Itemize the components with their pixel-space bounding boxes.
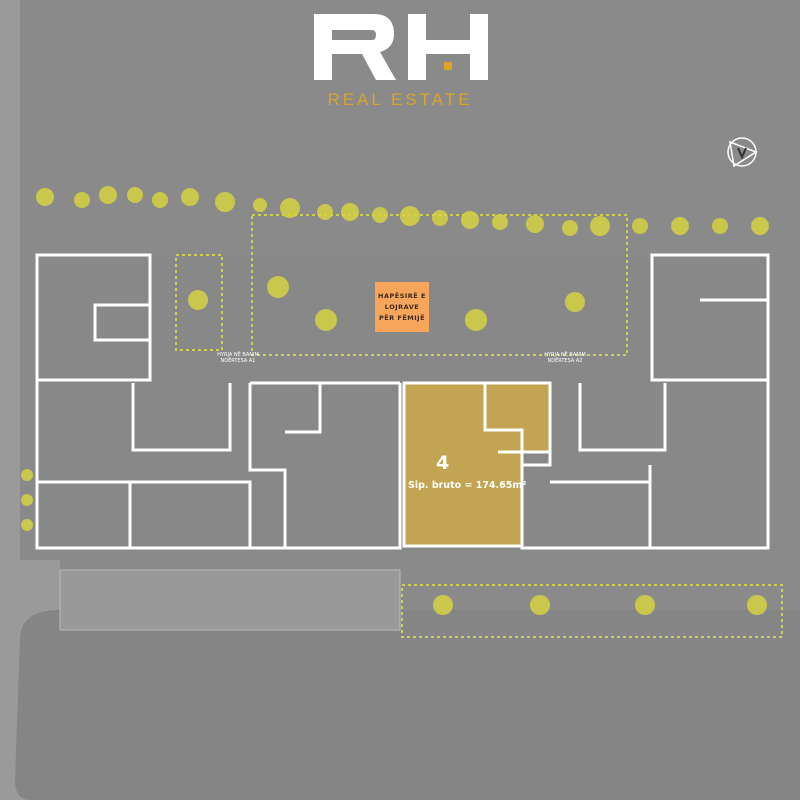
parking-area xyxy=(15,610,800,800)
entrance-line: HYRJA NË BANIM xyxy=(544,352,586,358)
entrance-a2-label: HYRJA NË BANIM NDËRTESA A2 xyxy=(535,352,595,364)
playground-line: LOJRAVE xyxy=(384,302,420,311)
logo-mark xyxy=(314,14,488,80)
planter xyxy=(175,254,223,351)
entrance-a1-label: HYRJA NË BANIM NDËRTESA A1 xyxy=(208,352,268,364)
entrance-line: NDËRTESA A2 xyxy=(547,358,583,364)
walls xyxy=(35,253,770,550)
parking-lot xyxy=(59,569,401,631)
logo-subtitle: REAL ESTATE xyxy=(327,90,473,109)
unit-4-highlight[interactable] xyxy=(404,383,522,546)
playground-label: HAPËSIRË E LOJRAVE PËR FËMIJË xyxy=(375,282,429,332)
playground-line: PËR FËMIJË xyxy=(378,313,426,322)
playground-line: HAPËSIRË E xyxy=(378,291,426,300)
unit-number[interactable]: 4 xyxy=(436,452,450,474)
unit-4-highlight-ext xyxy=(522,383,550,453)
entrance-line: HYRJA NË BANIM xyxy=(217,352,259,358)
unit-area: Sip. bruto = 174.65m² xyxy=(408,480,527,491)
entrance-line: NDËRTESA A1 xyxy=(220,358,256,364)
trees xyxy=(21,186,769,615)
